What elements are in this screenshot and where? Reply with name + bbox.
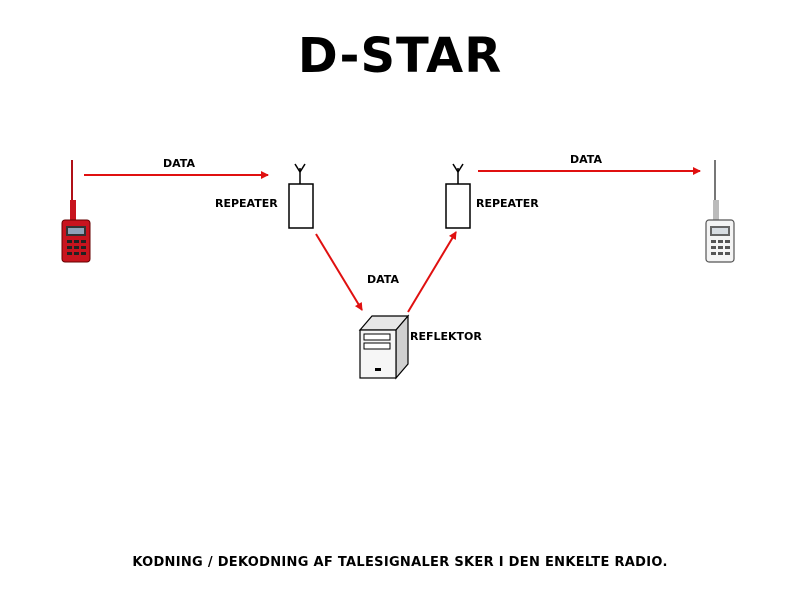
data-label: DATA (367, 273, 399, 286)
data-label: DATA (163, 157, 195, 170)
diagram-title: D-STAR (297, 28, 503, 84)
data-label: DATA (570, 153, 602, 166)
repeater-icon (288, 163, 314, 229)
repeater-label: REPEATER (476, 197, 539, 210)
handheld-radio-icon (61, 160, 91, 263)
diagram-caption: KODNING / DEKODNING AF TALESIGNALER SKER… (132, 555, 668, 570)
reflektor-label: REFLEKTOR (410, 330, 482, 343)
server-icon (358, 314, 410, 380)
data-arrow (315, 233, 363, 311)
handheld-radio-icon (705, 160, 735, 263)
repeater-icon (445, 163, 471, 229)
data-arrow (407, 231, 457, 313)
repeater-label: REPEATER (215, 197, 278, 210)
